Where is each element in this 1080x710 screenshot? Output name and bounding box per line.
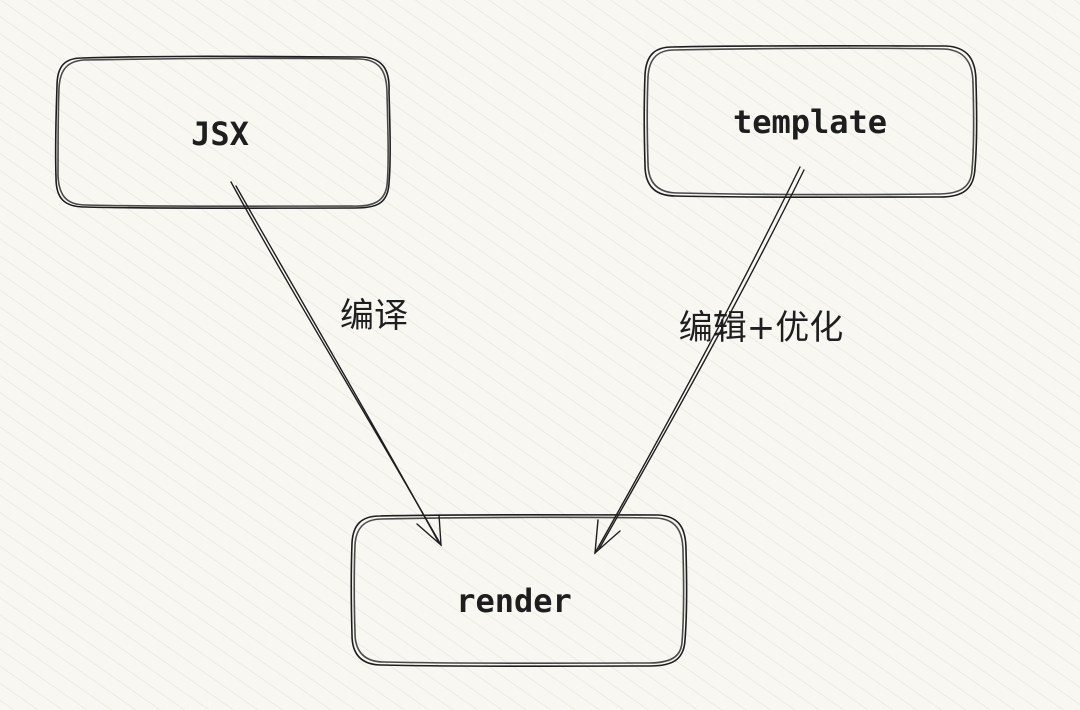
edge-template-line: [594, 166, 801, 554]
edge-jsx-to-render[interactable]: 编译: [230, 181, 442, 547]
edge-jsx-arrowhead: [416, 514, 442, 547]
node-render[interactable]: render: [350, 513, 688, 668]
edge-jsx-label: 编译: [340, 296, 408, 336]
edge-template-arrowhead: [594, 519, 621, 555]
node-template-box: [643, 44, 978, 199]
node-template[interactable]: template: [643, 44, 978, 199]
node-jsx[interactable]: JSX: [54, 55, 391, 210]
edge-template-label: 编辑+优化: [679, 308, 844, 348]
node-template-label: template: [733, 103, 887, 141]
node-jsx-box: [54, 55, 391, 210]
node-render-box: [350, 513, 688, 668]
edge-template-to-render[interactable]: 编辑+优化: [594, 166, 844, 555]
node-jsx-label: JSX: [191, 115, 249, 153]
node-render-label: render: [456, 582, 572, 620]
